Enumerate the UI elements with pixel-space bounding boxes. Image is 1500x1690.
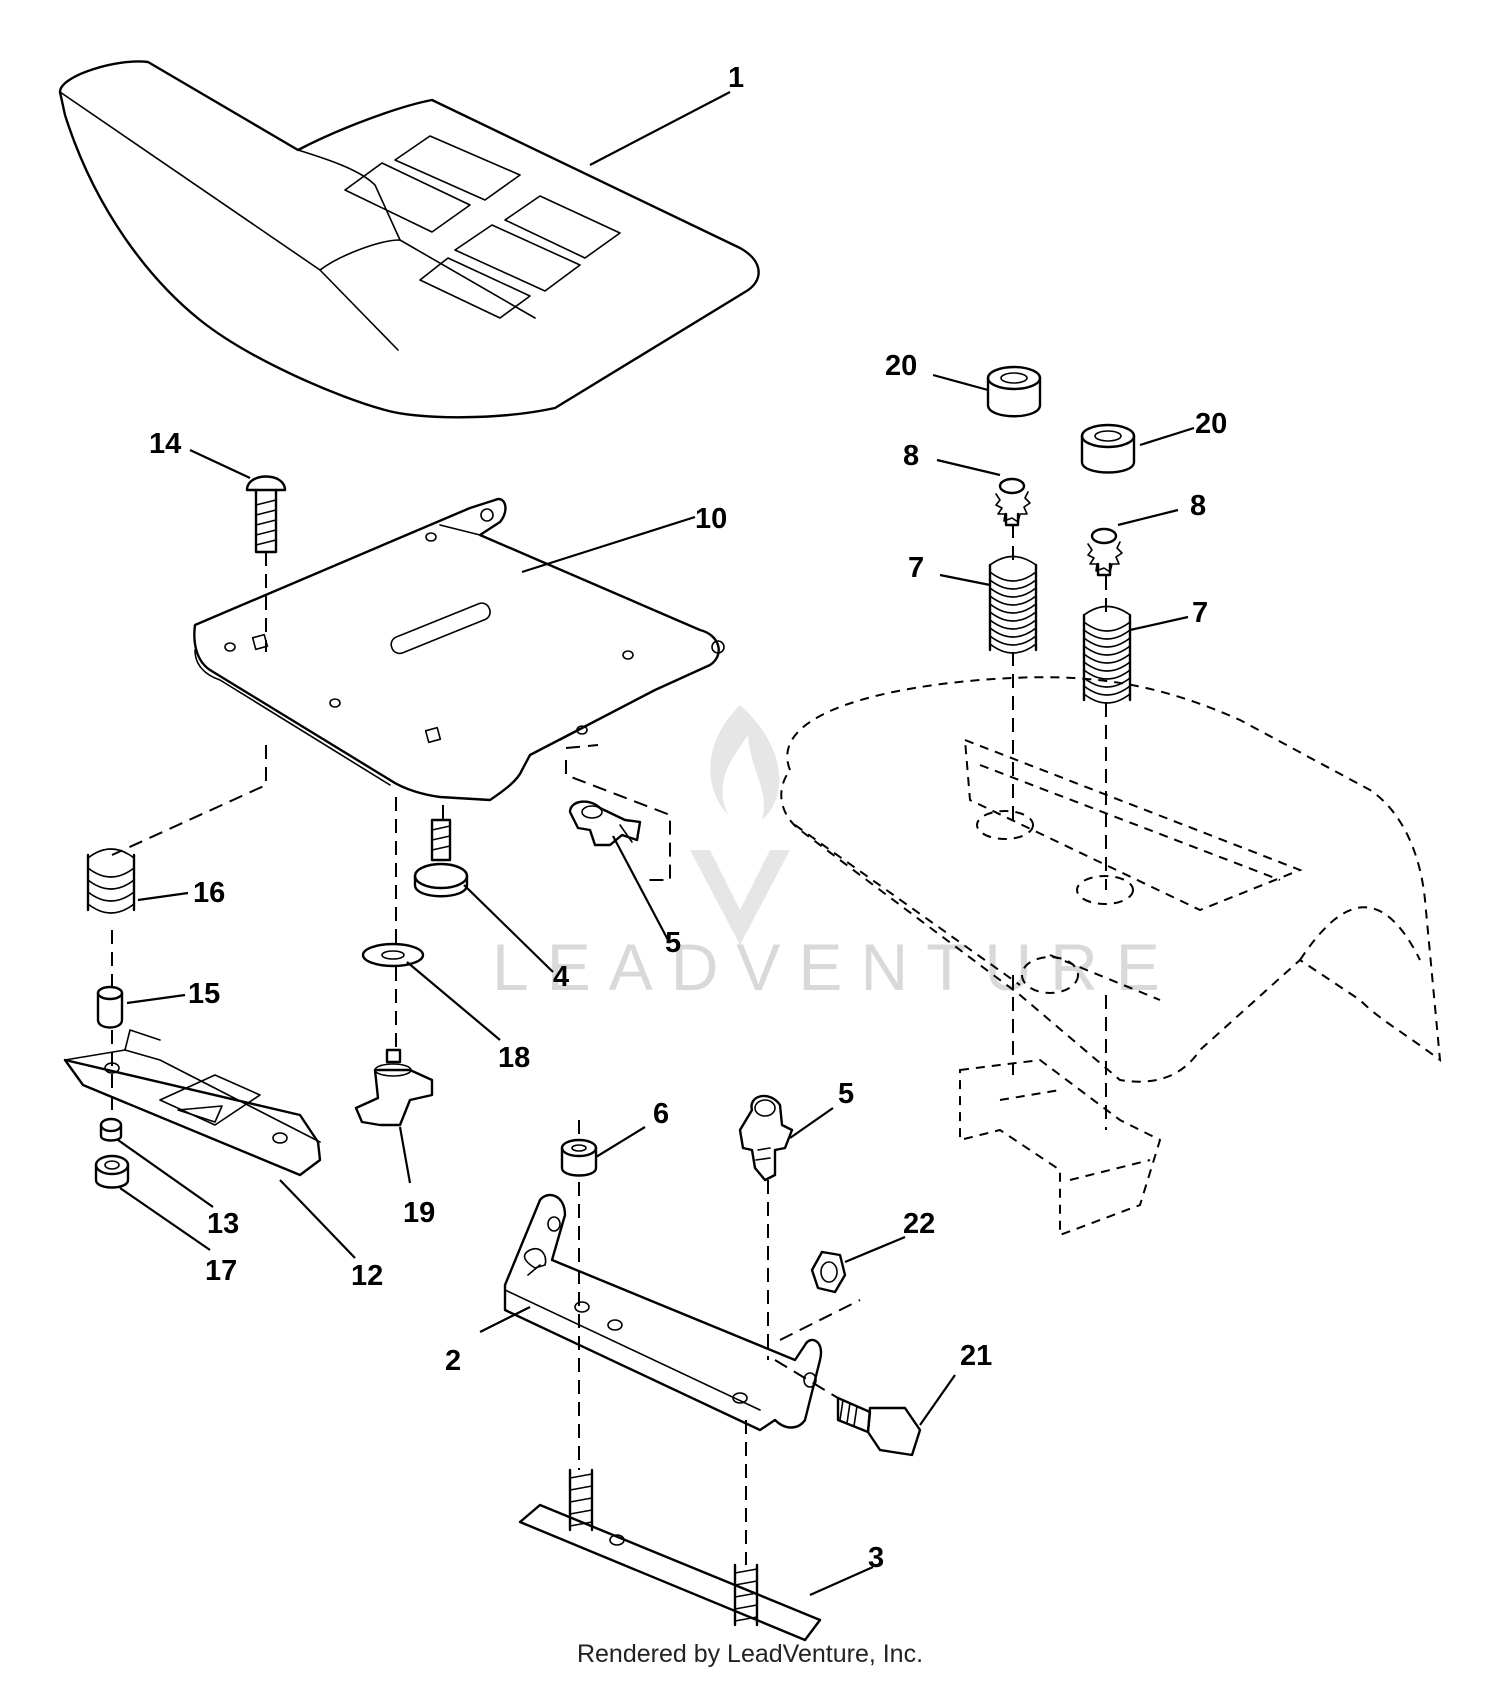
callout-15: 15 <box>188 978 220 1010</box>
fender-reference-outline <box>780 676 1442 1237</box>
hex-flange-nut-part <box>94 1154 130 1189</box>
callout-8-left: 8 <box>903 440 919 472</box>
callout-5-upper: 5 <box>665 927 681 959</box>
callout-5-lower: 5 <box>838 1078 854 1110</box>
callout-22: 22 <box>903 1208 935 1240</box>
carriage-bolt-part <box>245 475 287 554</box>
callout-17: 17 <box>205 1255 237 1287</box>
callout-7-right: 7 <box>1192 597 1208 629</box>
callout-16: 16 <box>193 877 225 909</box>
slide-bracket-part <box>63 1029 322 1177</box>
wing-knob-part <box>354 1048 434 1127</box>
callout-6: 6 <box>653 1098 669 1130</box>
callout-21: 21 <box>960 1340 992 1372</box>
push-clip-part-lower <box>738 1094 794 1182</box>
small-spring-part <box>86 848 136 914</box>
callout-10: 10 <box>695 503 727 535</box>
callout-4: 4 <box>553 961 569 993</box>
assembly-dash-lines <box>111 524 1107 1565</box>
spacer-part-left <box>986 365 1042 418</box>
callout-8-right: 8 <box>1190 490 1206 522</box>
callout-14: 14 <box>149 428 181 460</box>
spacer-part-right <box>1080 423 1136 474</box>
screw-part-left <box>995 477 1031 527</box>
callout-18: 18 <box>498 1042 530 1074</box>
rendered-by-footer: Rendered by LeadVenture, Inc. <box>576 1640 924 1668</box>
large-washer-part <box>361 942 425 968</box>
leadventure-watermark: LEADVENTURE <box>492 705 1178 1004</box>
flame-logo-icon <box>690 705 790 945</box>
hex-bolt-part <box>836 1396 922 1457</box>
lock-nut-part <box>560 1138 598 1177</box>
flat-washer-part <box>99 1117 123 1142</box>
seat-part <box>58 60 760 419</box>
callout-19: 19 <box>403 1197 435 1229</box>
callout-2: 2 <box>445 1345 461 1377</box>
seat-grip-pads <box>344 135 621 319</box>
hex-nut-part <box>810 1250 847 1294</box>
screw-part-right <box>1087 527 1123 577</box>
leader-lines <box>117 91 1195 1597</box>
callout-20-right: 20 <box>1195 408 1227 440</box>
spring-part-right <box>1082 605 1132 704</box>
callout-12: 12 <box>351 1260 383 1292</box>
stud-plate-part <box>518 1468 822 1642</box>
watermark-text: LEADVENTURE <box>492 930 1178 1004</box>
callout-20-left: 20 <box>885 350 917 382</box>
callout-3: 3 <box>868 1542 884 1574</box>
pivot-bracket-part <box>503 1193 823 1432</box>
seat-pan-part <box>193 497 725 802</box>
shoulder-screw-part <box>413 818 469 898</box>
callout-7-left: 7 <box>908 552 924 584</box>
callout-13: 13 <box>207 1208 239 1240</box>
seat-pan-holes <box>224 508 725 744</box>
callout-labels: 1 2 3 4 5 5 6 7 7 8 8 10 12 13 14 15 16 … <box>149 62 1227 1574</box>
callout-1: 1 <box>728 62 744 94</box>
push-clip-part-upper <box>568 800 642 847</box>
bushing-part <box>96 985 124 1029</box>
spring-part-left <box>988 555 1038 654</box>
